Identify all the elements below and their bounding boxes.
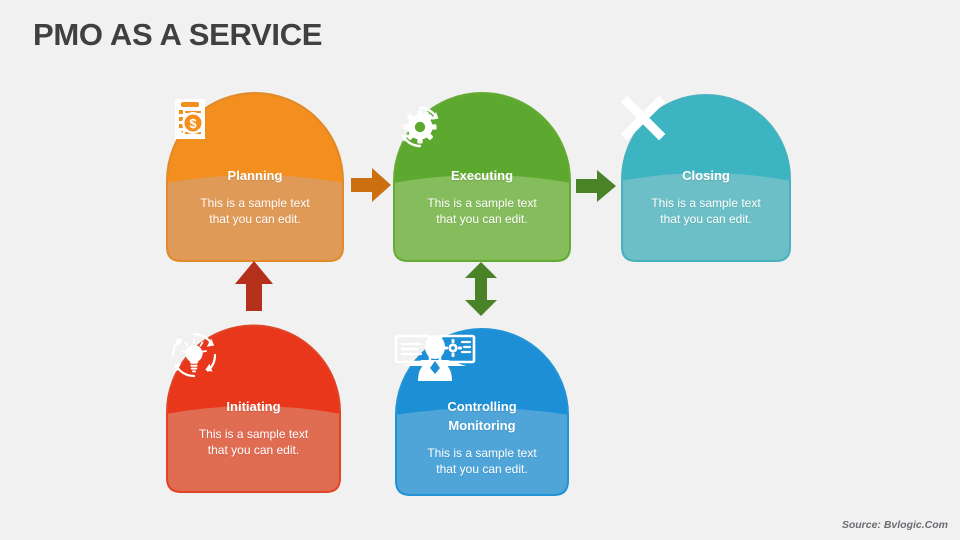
arrow-right-icon — [351, 168, 391, 202]
close-x-icon — [620, 95, 792, 153]
arrow-up-down-icon — [465, 262, 497, 316]
card-planning-shape — [166, 92, 344, 262]
svg-text:$: $ — [189, 116, 197, 131]
arrow-right-icon — [576, 170, 616, 202]
source-note: Source: Bvlogic.Com — [841, 519, 948, 531]
card-controlling-shape — [395, 328, 569, 496]
gear-refresh-icon — [392, 99, 572, 155]
connector-executing-to-closing — [575, 168, 617, 204]
arrow-up-icon — [235, 261, 273, 311]
card-controlling-bottom-fill — [396, 408, 568, 495]
card-initiating-bottom-fill — [167, 406, 340, 492]
card-closing[interactable]: Closing This is a sample text that you c… — [620, 77, 792, 263]
page-title: PMO AS A SERVICE — [33, 17, 323, 52]
card-executing[interactable]: Executing This is a sample text that you… — [392, 77, 572, 263]
connector-planning-to-executing — [350, 166, 392, 204]
monitor-person-gear-icon — [394, 334, 570, 386]
card-planning-bottom-fill — [167, 175, 343, 261]
card-controlling-monitoring[interactable]: Controlling Monitoring This is a sample … — [394, 317, 570, 497]
card-controlling-outline — [395, 328, 569, 496]
card-executing-bottom-fill — [394, 175, 570, 261]
card-initiating[interactable]: Initiating This is a sample text that yo… — [165, 308, 342, 494]
card-planning[interactable]: $ Planning This is a sample text that yo… — [165, 77, 345, 263]
lightbulb-refresh-icon — [165, 326, 342, 386]
card-closing-bottom-fill — [622, 173, 790, 261]
card-executing-shape — [393, 92, 571, 262]
document-magnifier-dollar-icon: $ — [165, 97, 345, 155]
connector-initiating-to-planning — [234, 260, 274, 312]
connector-executing-to-controlling — [463, 261, 499, 317]
